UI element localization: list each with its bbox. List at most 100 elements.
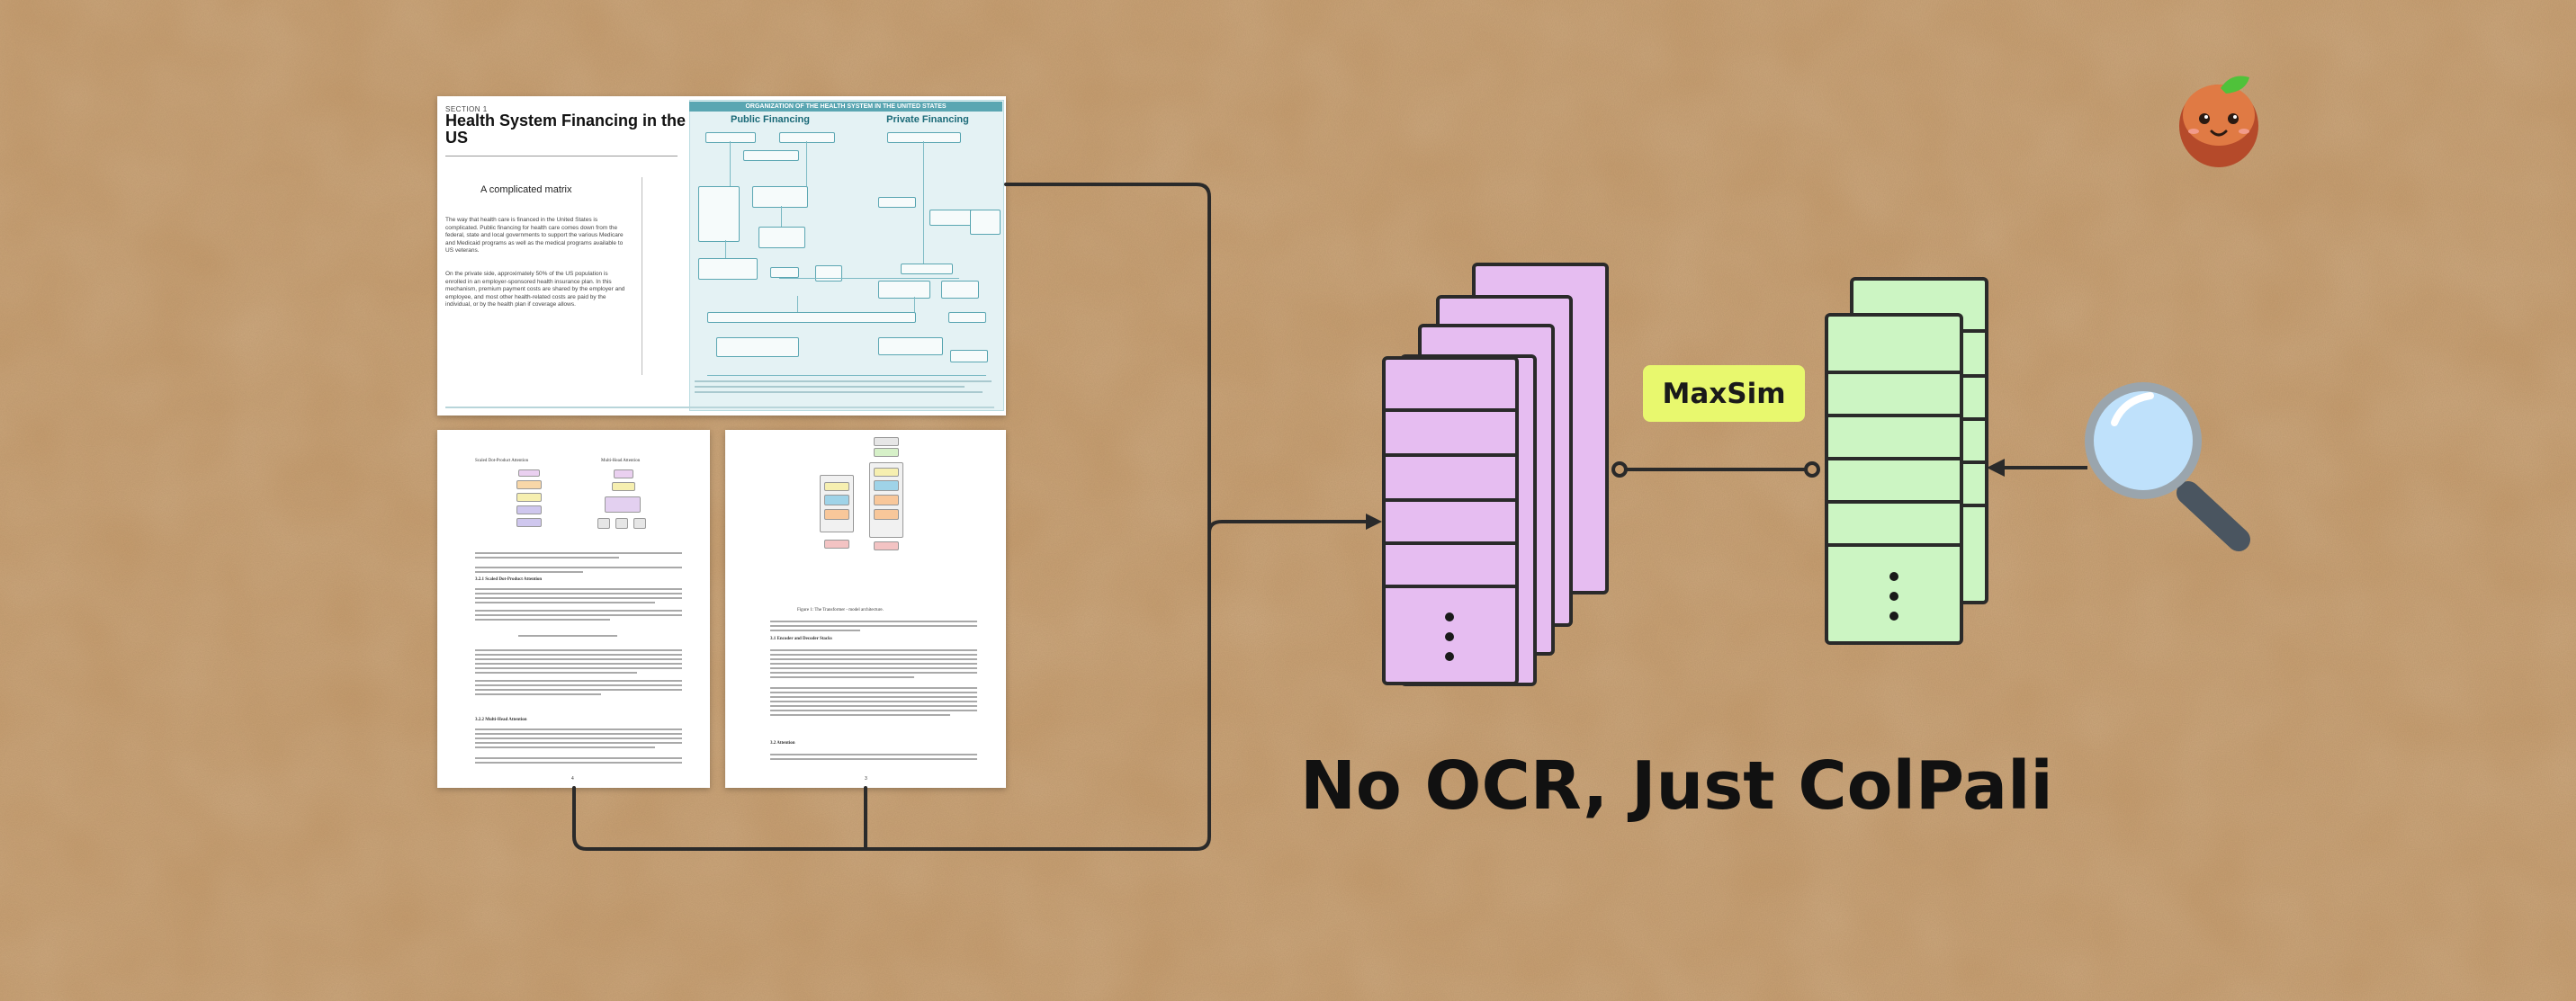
flowchart-title: ORGANIZATION OF THE HEALTH SYSTEM IN THE… [689, 102, 1002, 112]
figure-block [824, 509, 849, 520]
document-connectors [572, 183, 1382, 851]
page-number: 3 [865, 776, 867, 782]
flow-connector [730, 141, 731, 186]
flow-connector [923, 141, 924, 264]
embedding-layer-front [1825, 313, 1963, 645]
text-line [475, 663, 682, 665]
flow-box [901, 264, 953, 274]
flow-box [716, 337, 799, 357]
flow-box [698, 186, 740, 242]
vertical-ellipsis-icon [1445, 612, 1454, 661]
maxsim-link [1611, 461, 1820, 478]
text-line [770, 663, 977, 665]
text-line [770, 658, 977, 660]
figure-block [612, 482, 635, 491]
document-subtitle: A complicated matrix [480, 184, 572, 195]
figure-block [518, 469, 540, 477]
text-line [770, 625, 977, 627]
flow-box [948, 312, 986, 323]
flow-box [752, 186, 808, 208]
flow-box [941, 281, 979, 299]
text-line [475, 571, 583, 573]
figure-caption: Figure 1: The Transformer - model archit… [797, 608, 884, 612]
subsection-heading: 3.2.1 Scaled Dot-Product Attention [475, 577, 543, 582]
figure-block [824, 495, 849, 505]
equation [518, 635, 617, 637]
flow-box [970, 210, 1001, 235]
document-footer [445, 407, 994, 408]
query-embedding-stack [1825, 277, 1988, 645]
figure-block [633, 518, 646, 529]
flow-connector [914, 297, 915, 312]
body-paragraph-2: On the private side, approximately 50% o… [445, 271, 625, 308]
text-line [475, 737, 682, 739]
flow-footnote [695, 380, 992, 382]
text-line [475, 746, 655, 748]
vertical-ellipsis-icon [1889, 572, 1898, 621]
figure-block [516, 480, 542, 489]
text-line [770, 710, 977, 711]
query-arrow [1987, 459, 2087, 477]
figure-block [516, 493, 542, 502]
flow-box [770, 267, 799, 278]
figure-block [874, 495, 899, 505]
transformer-paper-page: Figure 1: The Transformer - model archit… [725, 430, 1006, 788]
flow-box [698, 258, 758, 280]
text-line [475, 614, 682, 616]
figure-right-label: Multi-Head Attention [601, 459, 641, 463]
text-line [770, 667, 977, 669]
figure-left-label: Scaled Dot-Product Attention [475, 459, 529, 463]
figure-block [615, 518, 628, 529]
headline: No OCR, Just ColPali [1300, 747, 2053, 825]
text-line [475, 693, 601, 695]
flow-connector [797, 296, 798, 312]
page-embedding-stack [1382, 263, 1609, 686]
text-line [770, 696, 977, 698]
section-label: SECTION 1 [445, 105, 488, 113]
flow-box [779, 132, 835, 143]
text-line [475, 588, 682, 590]
flow-box [878, 337, 943, 355]
flow-box [758, 227, 805, 248]
flow-connector [781, 206, 782, 227]
text-line [475, 733, 682, 735]
figure-block [824, 482, 849, 491]
flow-box [743, 150, 799, 161]
text-line [770, 714, 950, 716]
text-line [770, 701, 977, 702]
health-financing-document: SECTION 1 Health System Financing in the… [437, 96, 1006, 416]
figure-block [516, 518, 542, 527]
flow-box [887, 132, 961, 143]
text-line [475, 728, 682, 730]
text-line [475, 658, 682, 660]
embedding-layer-front [1382, 356, 1519, 685]
text-line [770, 672, 977, 674]
flow-connector [806, 141, 807, 186]
text-line [475, 593, 682, 594]
text-line [475, 684, 682, 686]
connector-line [572, 183, 1211, 851]
flow-box [878, 281, 930, 299]
private-financing-label: Private Financing [886, 114, 969, 125]
figure-block [874, 448, 899, 457]
text-line [475, 619, 610, 621]
flow-box [815, 265, 842, 282]
figure-block [516, 505, 542, 514]
connector-line [1207, 520, 1369, 534]
public-financing-label: Public Financing [730, 114, 810, 125]
figure-block [874, 480, 899, 491]
flow-legend-line [707, 375, 986, 376]
text-line [475, 557, 619, 559]
text-line [475, 689, 682, 691]
text-line [770, 649, 977, 651]
subsection-heading: 3.2 Attention [770, 741, 795, 746]
text-line [475, 610, 682, 612]
flow-footnote [695, 386, 965, 388]
flow-box [707, 312, 916, 323]
flow-footnote [695, 391, 983, 393]
attention-paper-page: Scaled Dot-Product Attention Multi-Head … [437, 430, 710, 788]
figure-block [605, 496, 641, 513]
text-line [770, 758, 977, 760]
text-line [770, 621, 977, 622]
